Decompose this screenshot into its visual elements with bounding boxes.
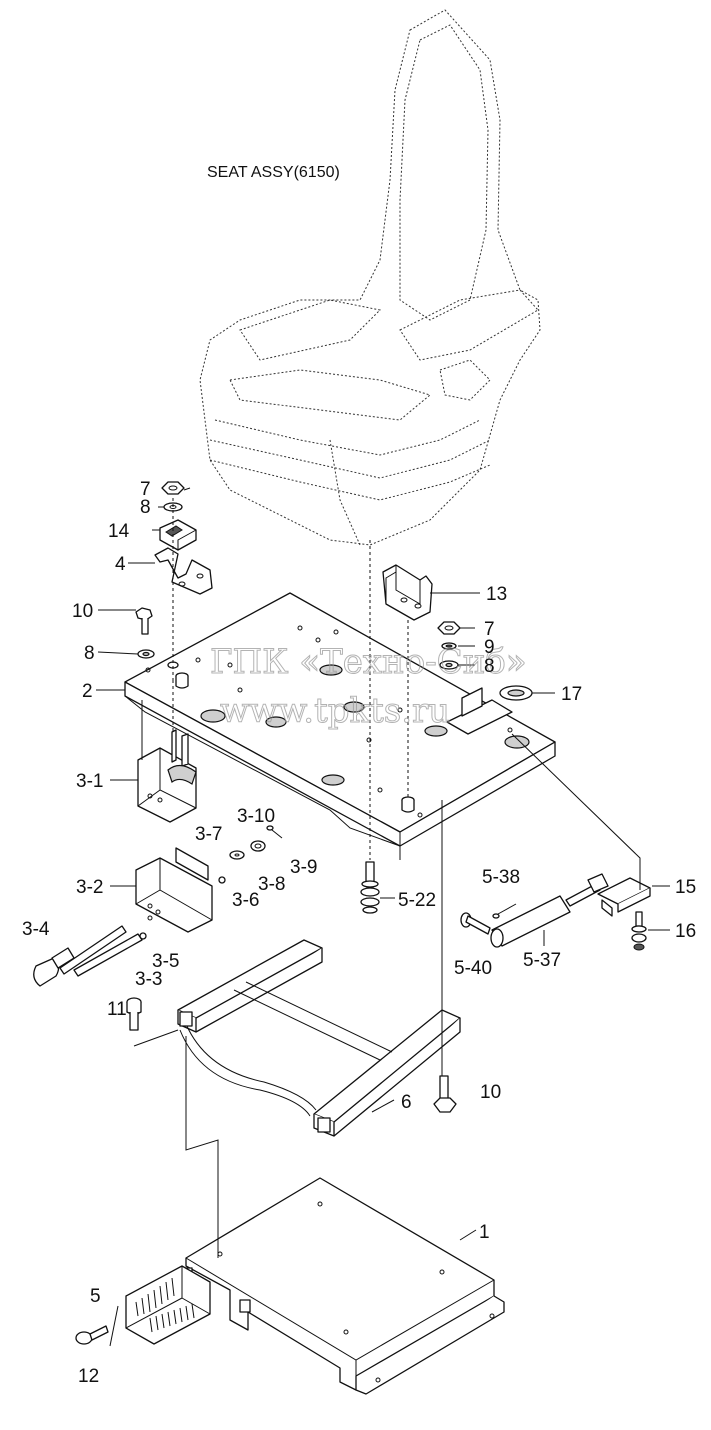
grommet-17 bbox=[499, 685, 533, 701]
bolt-5-22 bbox=[360, 861, 380, 914]
callout-12: 12 bbox=[78, 1366, 99, 1387]
leader-plate-to-15 bbox=[511, 733, 641, 890]
nut-3-8 bbox=[250, 840, 266, 852]
pin-5-40 bbox=[460, 912, 491, 935]
bolt-11 bbox=[126, 997, 142, 1031]
lever-bracket-3-1 bbox=[137, 729, 197, 823]
seat-assy-title: SEAT ASSY(6150) bbox=[207, 164, 340, 181]
washer-3-7 bbox=[229, 850, 245, 860]
callout-11: 11 bbox=[107, 999, 127, 1020]
callout-7-right: 7 bbox=[484, 619, 495, 640]
bolt-16 bbox=[631, 911, 647, 951]
nut-7-left bbox=[161, 481, 185, 495]
callout-3-4: 3-4 bbox=[22, 919, 50, 940]
callout-15: 15 bbox=[675, 877, 696, 898]
callout-3-1: 3-1 bbox=[76, 771, 103, 792]
bracket-15 bbox=[597, 877, 651, 917]
pin-5-38 bbox=[492, 903, 517, 919]
bolt-10-bottom bbox=[433, 1075, 457, 1113]
callout-3-7: 3-7 bbox=[195, 824, 222, 845]
grille-5 bbox=[125, 1265, 211, 1345]
watermark-line2: www.tpkts.ru bbox=[220, 691, 450, 731]
leader-7a bbox=[183, 487, 191, 491]
leader-6 bbox=[371, 1099, 395, 1113]
callout-14: 14 bbox=[108, 521, 130, 542]
lever-3-4 bbox=[33, 925, 127, 987]
seat-rails-6 bbox=[177, 939, 461, 1137]
screw-12 bbox=[75, 1325, 109, 1345]
leader-5 bbox=[109, 1305, 119, 1347]
callout-8-left: 8 bbox=[84, 643, 95, 664]
clip-3-6 bbox=[218, 876, 226, 884]
rod-3-3 bbox=[73, 933, 143, 977]
leader-11 bbox=[133, 1029, 179, 1047]
callout-5: 5 bbox=[90, 1286, 101, 1307]
seat-ghost-outline bbox=[199, 9, 541, 546]
callout-5-37: 5-37 bbox=[523, 950, 561, 971]
watermark-line1: ГПК «Техно-Сиб» bbox=[210, 642, 527, 682]
callout-5-22: 5-22 bbox=[398, 890, 436, 911]
callout-10-left: 10 bbox=[72, 601, 93, 622]
callout-5-38: 5-38 bbox=[482, 867, 520, 888]
spring-washer-9 bbox=[441, 642, 457, 650]
callout-4: 4 bbox=[115, 554, 126, 575]
bracket-4 bbox=[154, 547, 213, 595]
callout-5-40: 5-40 bbox=[454, 958, 492, 979]
callout-6: 6 bbox=[401, 1092, 412, 1113]
handle-13 bbox=[382, 564, 433, 621]
leader-rails-to-base bbox=[185, 1036, 219, 1258]
callout-16: 16 bbox=[675, 921, 696, 942]
callout-3-2: 3-2 bbox=[76, 877, 103, 898]
pin-3-10 bbox=[266, 825, 283, 839]
callout-labels: 7 8 14 4 10 8 2 13 7 9 8 17 3-1 3-10 3-7… bbox=[22, 479, 696, 1387]
base-plate-1 bbox=[179, 1177, 505, 1395]
callout-13: 13 bbox=[486, 584, 507, 605]
callout-3-8: 3-8 bbox=[258, 874, 285, 895]
leader-8b bbox=[97, 651, 139, 655]
callout-3-10: 3-10 bbox=[237, 806, 275, 827]
callout-3-9: 3-9 bbox=[290, 857, 317, 878]
nut-7-right bbox=[437, 621, 461, 635]
callout-8-right: 8 bbox=[484, 656, 495, 677]
callout-3-6: 3-6 bbox=[232, 890, 259, 911]
callout-17: 17 bbox=[561, 684, 582, 705]
callout-3-3: 3-3 bbox=[135, 969, 162, 990]
callout-1: 1 bbox=[479, 1222, 490, 1243]
leader-1 bbox=[459, 1229, 477, 1241]
seat-mounting-plate bbox=[124, 592, 556, 847]
callout-3-5: 3-5 bbox=[152, 951, 179, 972]
callout-9: 9 bbox=[484, 637, 495, 658]
washer-8-left bbox=[137, 649, 155, 659]
callout-2: 2 bbox=[82, 681, 93, 702]
bracket-3-2 bbox=[135, 847, 213, 933]
tooth-plate-14 bbox=[159, 519, 197, 551]
gas-spring-5-37 bbox=[490, 873, 609, 948]
callout-10-bottom: 10 bbox=[480, 1082, 501, 1103]
bolt-10-left bbox=[135, 607, 153, 635]
callout-8-top: 8 bbox=[140, 497, 151, 518]
callout-7-top: 7 bbox=[140, 479, 151, 500]
